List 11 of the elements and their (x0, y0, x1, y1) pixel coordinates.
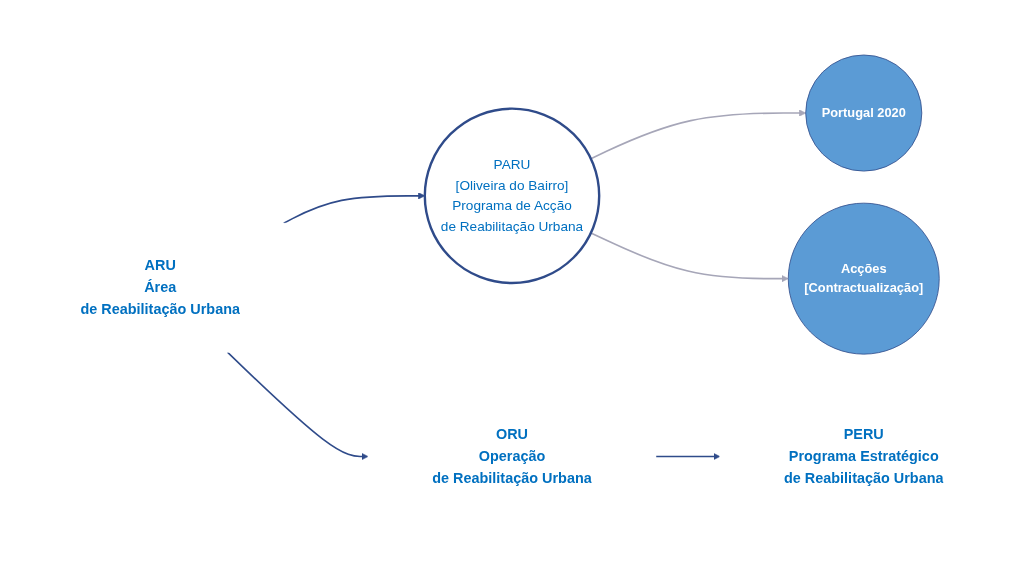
arrow (655, 453, 721, 461)
node-text: ORU Operação de Reabilitação Urbana (432, 426, 592, 486)
node-circle: Portugal 2020 (805, 54, 923, 172)
node-text: PERU Programa Estratégico de Reabilitação Urbana (784, 426, 944, 486)
node-circle: Acções [Contractualização] (787, 202, 940, 355)
arrow (282, 192, 426, 224)
node-text: ARU Área de Reabilitação Urbana (80, 257, 240, 317)
node-circle: PARU [Oliveira do Bairro] Programa de Acção de Reabilitação Urbana (423, 107, 601, 285)
arrow (590, 109, 806, 160)
arrow (590, 232, 789, 283)
arrow (226, 351, 369, 461)
